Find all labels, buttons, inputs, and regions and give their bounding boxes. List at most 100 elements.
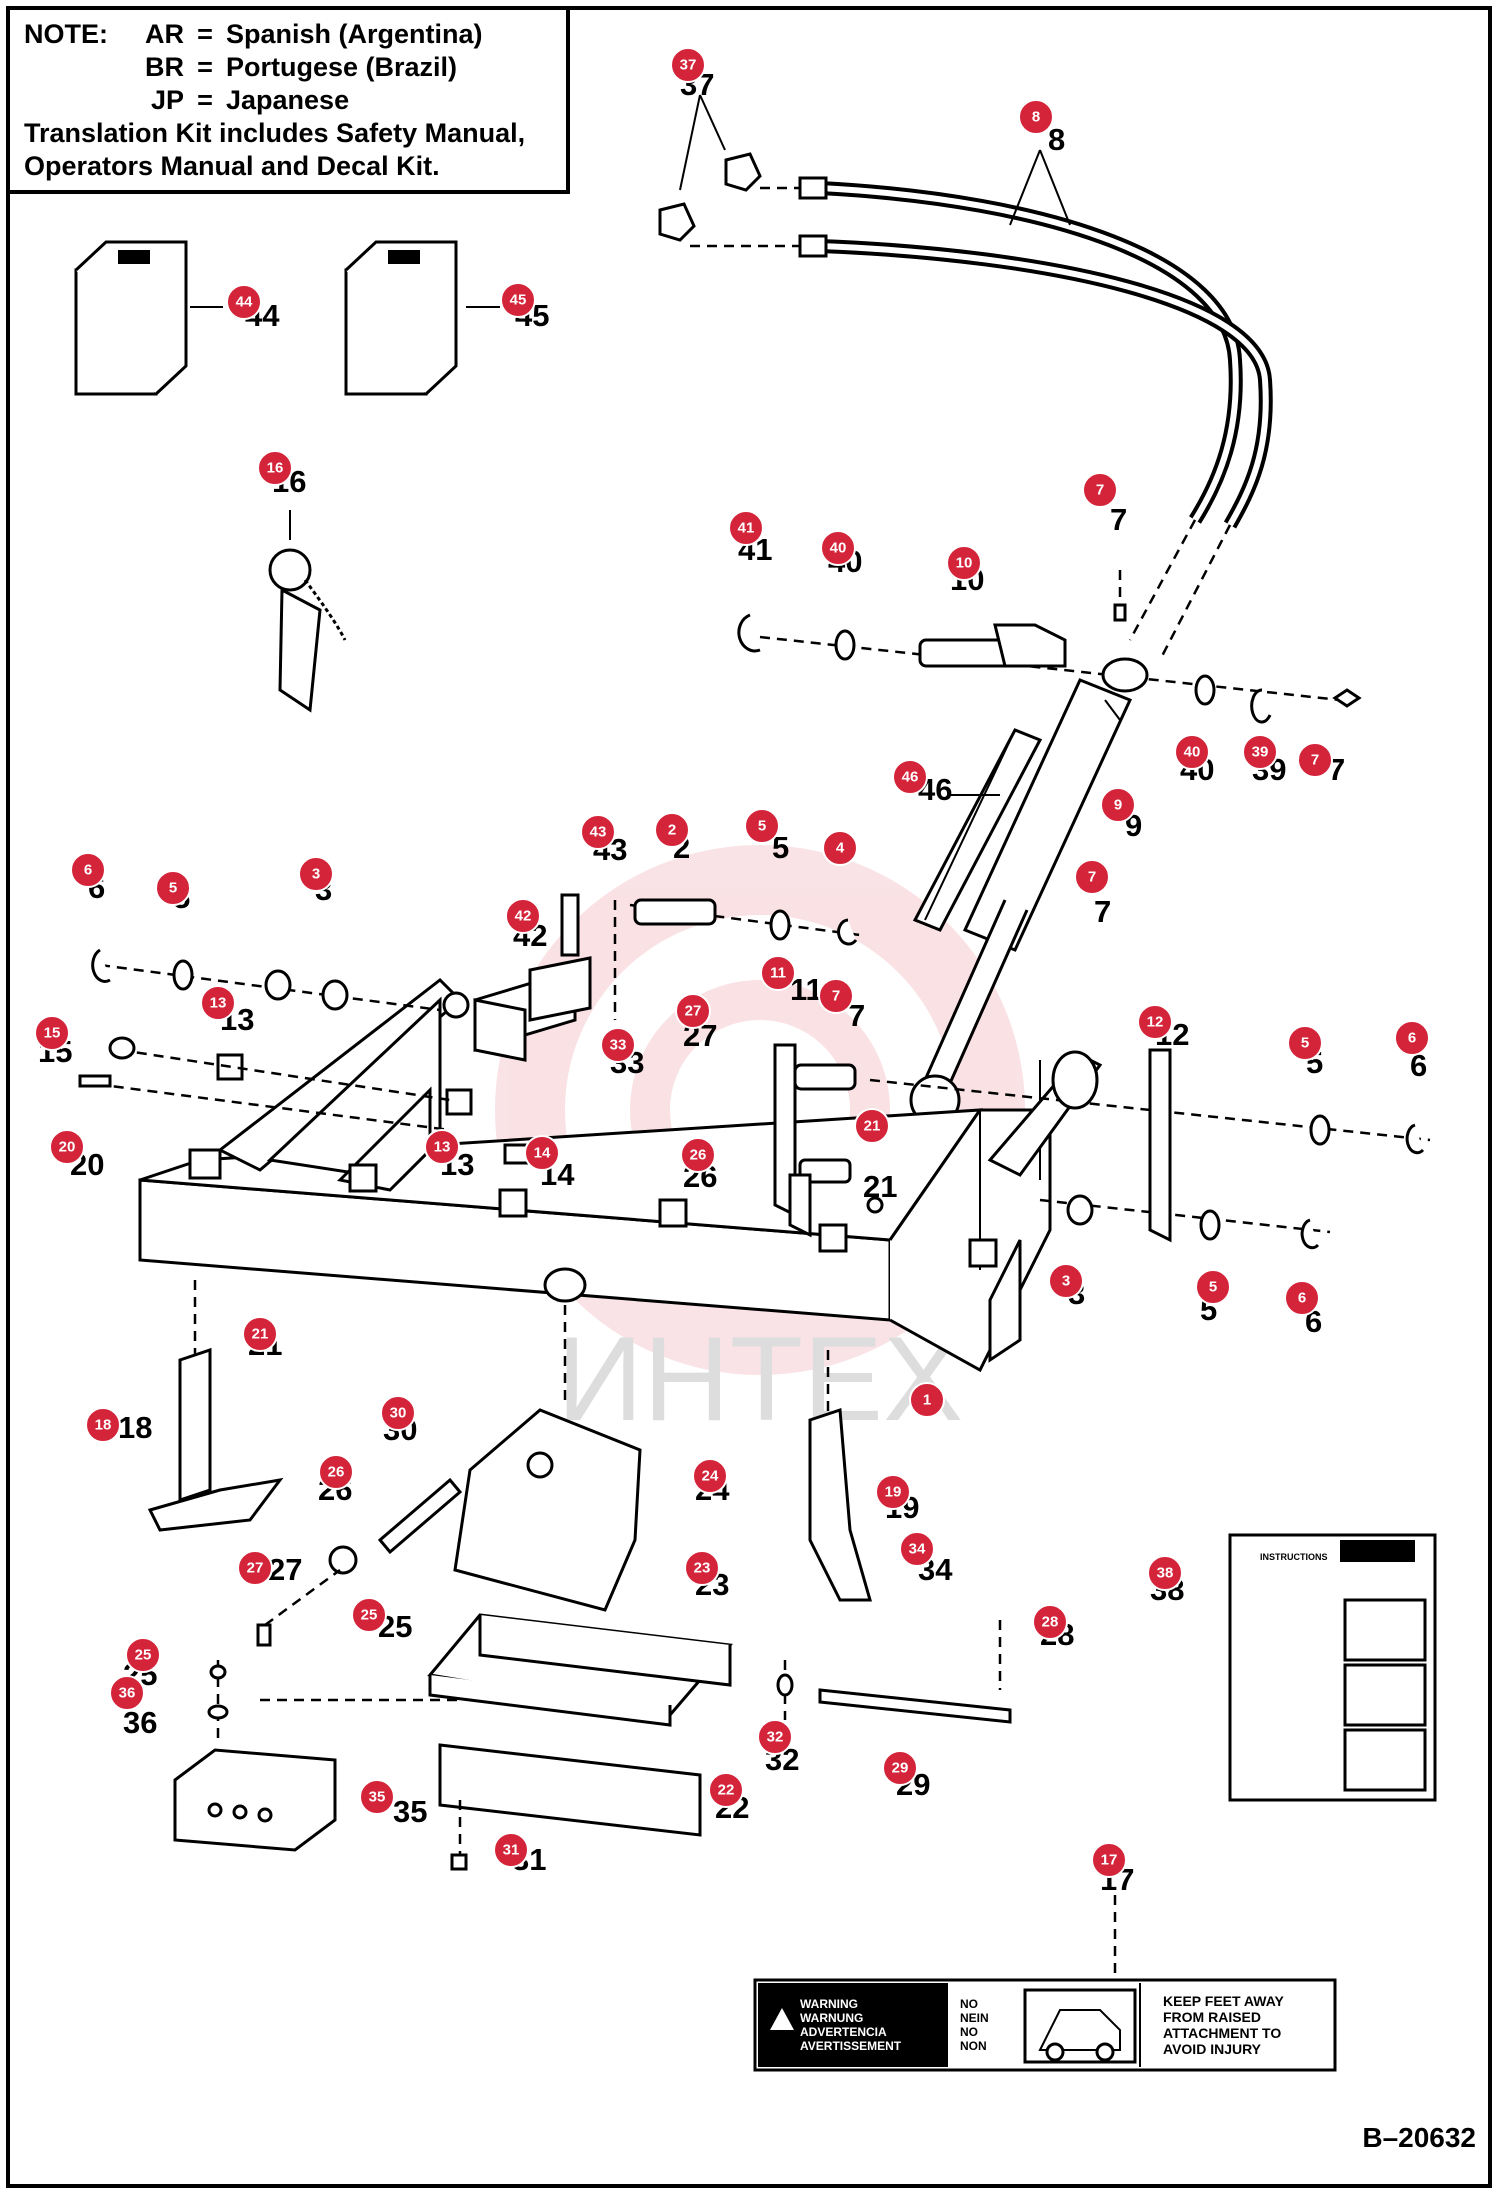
callout-label: 40 bbox=[1184, 744, 1201, 761]
callout-4[interactable]: 4 bbox=[822, 830, 858, 866]
callout-12[interactable]: 12 bbox=[1137, 1004, 1173, 1040]
callout-13[interactable]: 13 bbox=[200, 985, 236, 1021]
callout-44[interactable]: 44 bbox=[226, 284, 262, 320]
language-code: JP bbox=[150, 85, 184, 115]
callout-label: 20 bbox=[59, 1139, 76, 1156]
callout-40[interactable]: 40 bbox=[820, 530, 856, 566]
callout-40[interactable]: 40 bbox=[1174, 734, 1210, 770]
callout-23[interactable]: 23 bbox=[684, 1550, 720, 1586]
callout-27[interactable]: 27 bbox=[237, 1550, 273, 1586]
callout-5[interactable]: 5 bbox=[155, 870, 191, 906]
language-code: AR bbox=[145, 19, 184, 49]
part-number-labels: 37 8 44 45 16 7 41 40 10 40 39 7 46 9 43… bbox=[38, 67, 1427, 1897]
callout-3[interactable]: 3 bbox=[1048, 1263, 1084, 1299]
callout-label: 6 bbox=[1408, 1030, 1416, 1047]
callout-9[interactable]: 9 bbox=[1100, 787, 1136, 823]
callout-3[interactable]: 3 bbox=[298, 856, 334, 892]
callout-36[interactable]: 36 bbox=[109, 1675, 145, 1711]
callout-label: 21 bbox=[864, 1118, 881, 1135]
callout-label: 5 bbox=[1301, 1035, 1309, 1052]
callout-35[interactable]: 35 bbox=[359, 1779, 395, 1815]
equals-sign: = bbox=[197, 52, 213, 82]
callout-7[interactable]: 7 bbox=[1082, 472, 1118, 508]
callout-17[interactable]: 17 bbox=[1091, 1842, 1127, 1878]
callout-15[interactable]: 15 bbox=[34, 1015, 70, 1051]
callout-26[interactable]: 26 bbox=[318, 1454, 354, 1490]
callout-31[interactable]: 31 bbox=[493, 1832, 529, 1868]
callout-39[interactable]: 39 bbox=[1242, 734, 1278, 770]
callout-28[interactable]: 28 bbox=[1032, 1604, 1068, 1640]
callout-21[interactable]: 21 bbox=[242, 1316, 278, 1352]
callout-6[interactable]: 6 bbox=[1394, 1020, 1430, 1056]
callout-42[interactable]: 42 bbox=[505, 898, 541, 934]
callout-27[interactable]: 27 bbox=[675, 993, 711, 1029]
keep-feet-line-4: AVOID INJURY bbox=[1163, 2041, 1262, 2057]
note-heading: NOTE: bbox=[24, 19, 108, 49]
callout-label: 8 bbox=[1032, 109, 1040, 126]
callout-8[interactable]: 8 bbox=[1018, 99, 1054, 135]
callout-25[interactable]: 25 bbox=[125, 1637, 161, 1673]
callout-label: 46 bbox=[902, 769, 919, 786]
callout-5[interactable]: 5 bbox=[1287, 1025, 1323, 1061]
callout-label: 3 bbox=[312, 866, 320, 883]
callout-20[interactable]: 20 bbox=[49, 1129, 85, 1165]
part-label: 5 bbox=[772, 830, 789, 865]
callout-label: 21 bbox=[252, 1326, 269, 1343]
callout-6[interactable]: 6 bbox=[70, 852, 106, 888]
callout-5[interactable]: 5 bbox=[1195, 1269, 1231, 1305]
callout-21[interactable]: 21 bbox=[854, 1108, 890, 1144]
callout-34[interactable]: 34 bbox=[899, 1531, 935, 1567]
callout-7[interactable]: 7 bbox=[1074, 859, 1110, 895]
callout-41[interactable]: 41 bbox=[728, 510, 764, 546]
callout-label: 43 bbox=[590, 824, 607, 841]
part-label: 8 bbox=[1048, 122, 1065, 157]
callout-7[interactable]: 7 bbox=[1297, 742, 1333, 778]
hydraulic-hoses bbox=[690, 149, 1273, 661]
callout-38[interactable]: 38 bbox=[1147, 1555, 1183, 1591]
callout-2[interactable]: 2 bbox=[654, 812, 690, 848]
callout-22[interactable]: 22 bbox=[708, 1772, 744, 1808]
callout-label: 44 bbox=[236, 294, 253, 311]
callout-11[interactable]: 11 bbox=[760, 955, 796, 991]
callout-37[interactable]: 37 bbox=[670, 47, 706, 83]
callout-45[interactable]: 45 bbox=[500, 282, 536, 318]
callout-14[interactable]: 14 bbox=[524, 1135, 560, 1171]
warning-line-4: AVERTISSEMENT bbox=[800, 2039, 902, 2053]
callout-label: 6 bbox=[1298, 1290, 1306, 1307]
pivot-block bbox=[473, 893, 617, 1062]
callout-label: 5 bbox=[758, 818, 766, 835]
callout-25[interactable]: 25 bbox=[351, 1597, 387, 1633]
callout-10[interactable]: 10 bbox=[946, 545, 982, 581]
callout-label: 14 bbox=[534, 1145, 551, 1162]
cylinder-anchor bbox=[773, 1043, 884, 1238]
callout-label: 25 bbox=[361, 1607, 378, 1624]
callout-30[interactable]: 30 bbox=[380, 1395, 416, 1431]
callout-32[interactable]: 32 bbox=[757, 1719, 793, 1755]
callout-24[interactable]: 24 bbox=[692, 1458, 728, 1494]
callout-label: 10 bbox=[956, 555, 973, 572]
callout-label: 18 bbox=[95, 1417, 112, 1434]
no-line-1: NO bbox=[960, 1997, 978, 2011]
callout-label: 13 bbox=[434, 1139, 451, 1156]
callout-46[interactable]: 46 bbox=[892, 759, 928, 795]
callout-label: 1 bbox=[923, 1392, 931, 1409]
callout-29[interactable]: 29 bbox=[882, 1750, 918, 1786]
part-label: 18 bbox=[118, 1410, 152, 1445]
callout-43[interactable]: 43 bbox=[580, 814, 616, 850]
callout-19[interactable]: 19 bbox=[875, 1474, 911, 1510]
callout-label: 40 bbox=[830, 540, 847, 557]
callout-33[interactable]: 33 bbox=[600, 1027, 636, 1063]
callout-7[interactable]: 7 bbox=[818, 978, 854, 1014]
callout-6[interactable]: 6 bbox=[1284, 1280, 1320, 1316]
language-name: Spanish (Argentina) bbox=[226, 19, 483, 49]
callout-label: 7 bbox=[832, 988, 840, 1005]
main-frame bbox=[138, 978, 1103, 1373]
callout-13[interactable]: 13 bbox=[424, 1129, 460, 1165]
callout-5[interactable]: 5 bbox=[744, 808, 780, 844]
callout-1[interactable]: 1 bbox=[909, 1382, 945, 1418]
callout-18[interactable]: 18 bbox=[85, 1407, 121, 1443]
callout-16[interactable]: 16 bbox=[257, 450, 293, 486]
translation-note: NOTE: AR = Spanish (Argentina) BR = Port… bbox=[6, 6, 570, 194]
callout-26[interactable]: 26 bbox=[680, 1137, 716, 1173]
